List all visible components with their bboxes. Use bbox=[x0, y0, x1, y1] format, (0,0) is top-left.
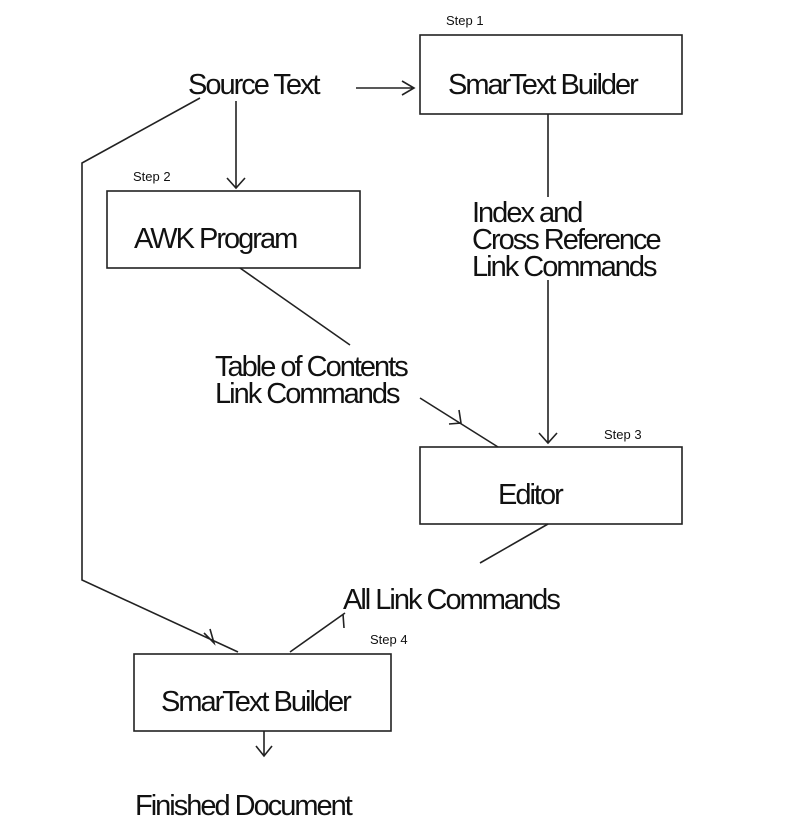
toc-label-line-1: Table of Contents bbox=[215, 351, 408, 383]
editor-box bbox=[419, 446, 683, 525]
index-cross-ref-label-line-2: Cross Reference bbox=[472, 224, 660, 256]
arrow-source-to-builder-1 bbox=[356, 80, 416, 96]
smartext-builder-label-2: SmarText Builder bbox=[161, 686, 352, 718]
arrow-builder-1-to-editor bbox=[538, 114, 558, 445]
toc-label-line-2: Link Commands bbox=[215, 378, 400, 410]
smartext-builder-box-1 bbox=[419, 34, 683, 115]
index-cross-ref-label-line-1: Index and bbox=[472, 197, 582, 229]
awk-program-box bbox=[106, 190, 361, 269]
step-3-label: Step 3 bbox=[604, 427, 642, 442]
smartext-builder-label-1: SmarText Builder bbox=[448, 69, 639, 101]
arrow-awk-to-editor bbox=[239, 267, 499, 448]
arrow-editor-to-builder-2 bbox=[289, 523, 549, 653]
step-2-label: Step 2 bbox=[133, 169, 171, 184]
step-1-label: Step 1 bbox=[446, 13, 484, 28]
line-source-to-builder-2 bbox=[81, 97, 239, 653]
finished-document-label: Finished Document bbox=[135, 790, 353, 822]
source-text-label: Source Text bbox=[188, 69, 321, 101]
index-cross-ref-label-line-3: Link Commands bbox=[472, 251, 657, 283]
step-4-label: Step 4 bbox=[370, 632, 408, 647]
all-link-commands-label: All Link Commands bbox=[343, 584, 560, 616]
smartext-builder-box-2 bbox=[133, 653, 392, 732]
editor-label: Editor bbox=[498, 479, 564, 511]
arrow-source-to-awk bbox=[226, 101, 246, 190]
awk-program-label: AWK Program bbox=[134, 223, 297, 255]
arrow-builder-2-to-finished bbox=[255, 731, 273, 758]
